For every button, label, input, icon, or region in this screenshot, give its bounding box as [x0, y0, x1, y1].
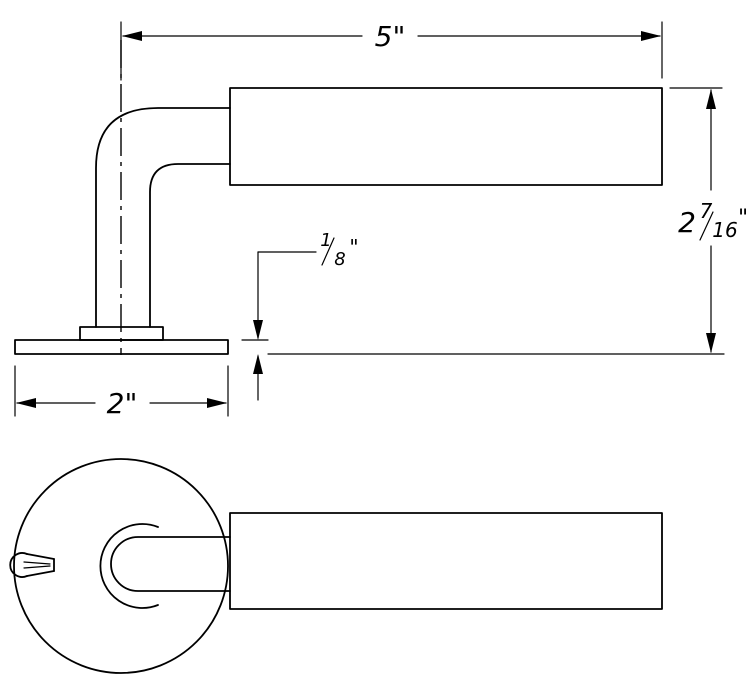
arrowhead-down	[253, 320, 263, 340]
lever-arm-outer	[95, 107, 231, 328]
arrowhead-right	[207, 398, 227, 408]
base-thickness-inch-mark: "	[349, 235, 358, 259]
arrowhead-right	[641, 31, 661, 41]
base-thickness-numerator: 1	[320, 230, 331, 251]
lever-arm-inner	[149, 163, 231, 328]
dimension-rosette-diameter: 2"	[14, 365, 229, 420]
dimension-base-thickness: 1 8 "	[241, 230, 359, 401]
base-thickness-denominator: 8	[334, 249, 345, 270]
lever-grip	[229, 87, 663, 186]
lever-height-denominator: 16	[712, 218, 737, 242]
side-elevation	[14, 40, 663, 355]
boss-ring	[99, 523, 159, 609]
arrowhead-left	[16, 398, 36, 408]
rosette-diameter-label: 2"	[107, 387, 138, 420]
arrowhead-bottom	[706, 333, 716, 353]
arrowhead-left	[122, 31, 142, 41]
privacy-turn-slot	[9, 552, 55, 578]
arrowhead-top	[706, 89, 716, 109]
lever-height-numerator: 7	[700, 199, 713, 223]
plan-view	[9, 458, 663, 674]
lever-grip-plan	[229, 512, 663, 610]
overall-length-label: 5"	[375, 20, 406, 53]
lever-height-whole: 2	[678, 206, 696, 239]
dimension-overall-length: 5"	[120, 20, 663, 81]
lever-height-inch-mark: "	[738, 206, 748, 231]
arrowhead-up	[253, 354, 263, 374]
rosette-circle	[13, 458, 229, 674]
dimension-lever-height: 2 7 16 "	[267, 87, 748, 355]
fraction-slash	[321, 237, 335, 266]
lever-neck	[110, 536, 231, 592]
fraction-slash	[699, 211, 714, 241]
